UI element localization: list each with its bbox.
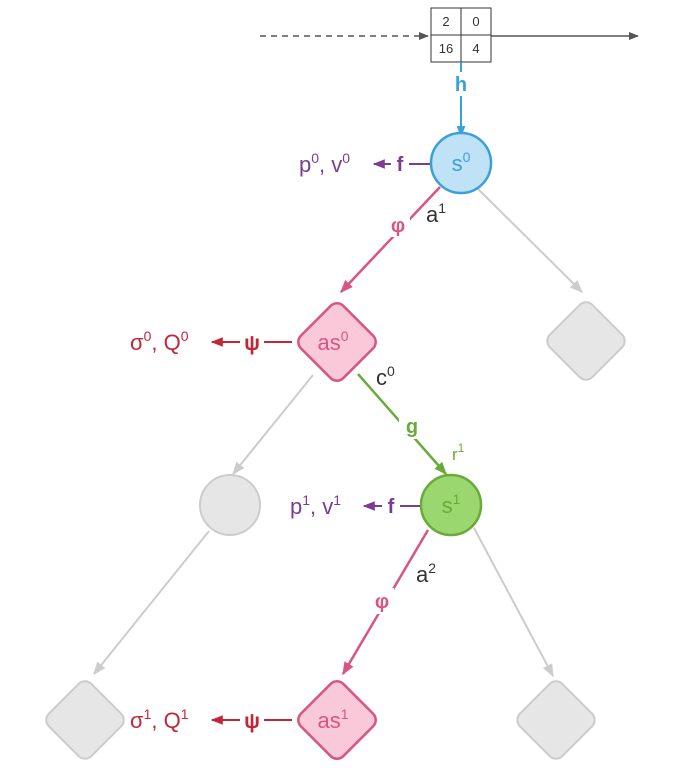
svg-text:s1: s1: [442, 491, 461, 518]
output-p1-v1: p1, v1: [290, 492, 341, 519]
label-bg: [391, 150, 409, 176]
function-label-f: f: [388, 496, 395, 518]
edge-label-a1: a1: [426, 200, 446, 227]
grid-cell: 16: [439, 41, 453, 56]
label-bg: [382, 492, 400, 518]
label-bg: [399, 413, 425, 439]
edge-label-a2: a2: [416, 560, 436, 587]
svg-text:as0: as0: [317, 328, 348, 355]
output-sigma1-q1: σ1, Q1: [130, 706, 189, 733]
node-gray-circle: [199, 474, 261, 536]
edge-gray-s0-right: [475, 186, 583, 293]
grid-cell: 2: [442, 14, 449, 29]
output-sigma0-q0: σ0, Q0: [130, 328, 189, 355]
node-gray-diamond: [546, 301, 626, 381]
edge-gray-s1-right: [473, 527, 554, 678]
function-label-psi: ψ: [244, 710, 260, 733]
function-label-g: g: [406, 416, 418, 438]
svg-text:s0: s0: [452, 149, 471, 176]
node-as0: as0: [297, 302, 377, 382]
node-s0: s0: [429, 131, 493, 195]
grid-cell: 0: [472, 14, 479, 29]
output-p0-v0: p0, v0: [299, 150, 350, 177]
edge-label-r1: r1: [452, 441, 465, 464]
label-bg: [240, 328, 264, 354]
node-label: as: [317, 708, 340, 733]
svg-text:as1: as1: [317, 706, 348, 733]
label-bg: [370, 588, 394, 614]
edge-phi-s0-as0: [340, 186, 441, 293]
node-as1: as1: [297, 680, 377, 760]
label-bg: [386, 213, 410, 237]
function-label-phi: φ: [391, 215, 405, 237]
node-label: s: [442, 493, 453, 518]
label-bg: [448, 72, 474, 96]
label-bg: [240, 706, 264, 732]
grid-cell: 4: [472, 41, 479, 56]
function-label-f: f: [397, 154, 404, 176]
node-s1: s1: [419, 473, 483, 537]
function-label-h: h: [455, 74, 467, 96]
function-label-phi: φ: [375, 591, 389, 613]
edge-label-c0: c0: [376, 363, 395, 390]
function-label-psi: ψ: [244, 332, 260, 355]
node-label: s: [452, 151, 463, 176]
node-gray-diamond: [516, 680, 596, 760]
node-label: as: [317, 330, 340, 355]
observation-grid: 2 0 16 4: [430, 7, 492, 63]
edge-gray-circle-left: [93, 530, 210, 676]
edge-gray-as0-left: [232, 374, 314, 476]
node-gray-diamond: [45, 680, 125, 760]
